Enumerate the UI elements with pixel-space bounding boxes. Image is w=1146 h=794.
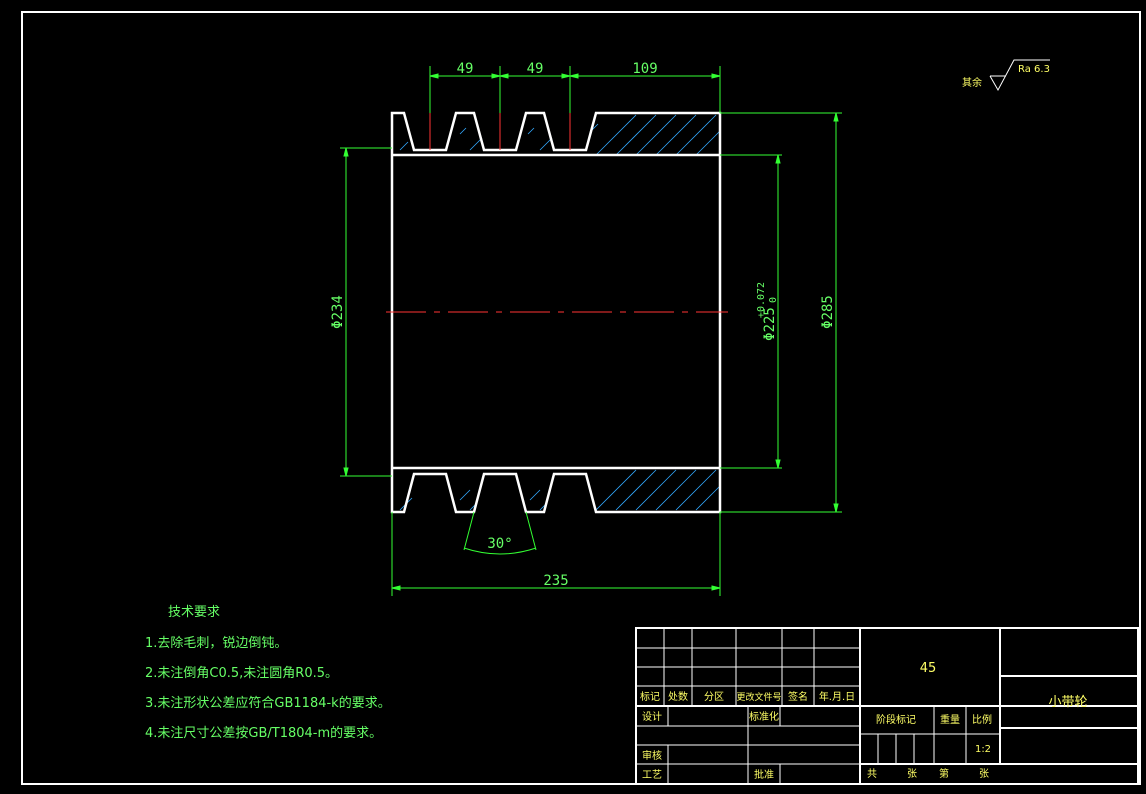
tb-header: 签名	[788, 690, 808, 703]
tb-sheet-unit2: 张	[979, 768, 989, 780]
tb-standardize: 标准化	[749, 710, 779, 723]
tb-design: 设计	[642, 710, 662, 723]
tb-scale-value: 1:2	[975, 744, 991, 755]
tb-review: 审核	[642, 749, 662, 762]
tb-process: 工艺	[642, 769, 662, 781]
tb-sheets-total: 共	[867, 768, 877, 780]
dim-pitch-2: 49	[527, 61, 544, 77]
dim-right-segment: 109	[632, 61, 657, 77]
tb-part-name: 小带轮	[1048, 695, 1087, 710]
surface-finish-prefix: 其余	[962, 76, 982, 89]
dim-hub-diameter: Φ225	[762, 307, 778, 341]
tb-approve: 批准	[754, 768, 774, 781]
dim-groove-angle: 30°	[487, 536, 512, 552]
tb-sheet-no: 第	[939, 767, 949, 780]
tb-header: 标记	[640, 691, 660, 703]
dim-hub-tolerance: +0.072	[756, 282, 767, 318]
tb-header: 分区	[704, 691, 724, 703]
surface-finish-symbol: 其余 Ra 6.3	[962, 59, 1050, 92]
tb-header: 处数	[668, 690, 688, 703]
tech-item: 4.未注尺寸公差按GB/T1804-m的要求。	[145, 725, 382, 741]
drawing-border	[21, 11, 1141, 785]
dim-hub-tolerance-lower: 0	[768, 297, 779, 303]
tech-item: 1.去除毛刺，锐边倒钝。	[145, 636, 287, 651]
title-block	[635, 627, 1139, 785]
tb-material: 45	[920, 661, 937, 676]
dim-outer-diameter: Φ285	[820, 295, 836, 329]
dim-bore-diameter: Φ234	[330, 295, 346, 329]
tb-scale: 比例	[972, 713, 992, 726]
dim-pitch-1: 49	[457, 61, 474, 77]
pulley-section	[386, 111, 728, 514]
dimension-lines	[340, 66, 842, 596]
hatching-bottom	[399, 469, 721, 511]
tb-stage-mark: 阶段标记	[876, 713, 916, 726]
tech-item: 3.未注形状公差应符合GB1184-k的要求。	[145, 695, 391, 711]
tb-weight: 重量	[940, 713, 960, 726]
tech-requirements: 技术要求 1.去除毛刺，锐边倒钝。 2.未注倒角C0.5,未注圆角R0.5。 3…	[145, 605, 391, 741]
tech-title: 技术要求	[168, 605, 220, 620]
tech-item: 2.未注倒角C0.5,未注圆角R0.5。	[145, 666, 338, 681]
dim-overall-length: 235	[543, 573, 568, 589]
surface-finish-value: Ra 6.3	[1018, 64, 1050, 75]
tb-sheets-unit: 张	[907, 768, 917, 780]
tb-header: 年.月.日	[819, 690, 855, 703]
tb-header: 更改文件号	[736, 691, 781, 703]
